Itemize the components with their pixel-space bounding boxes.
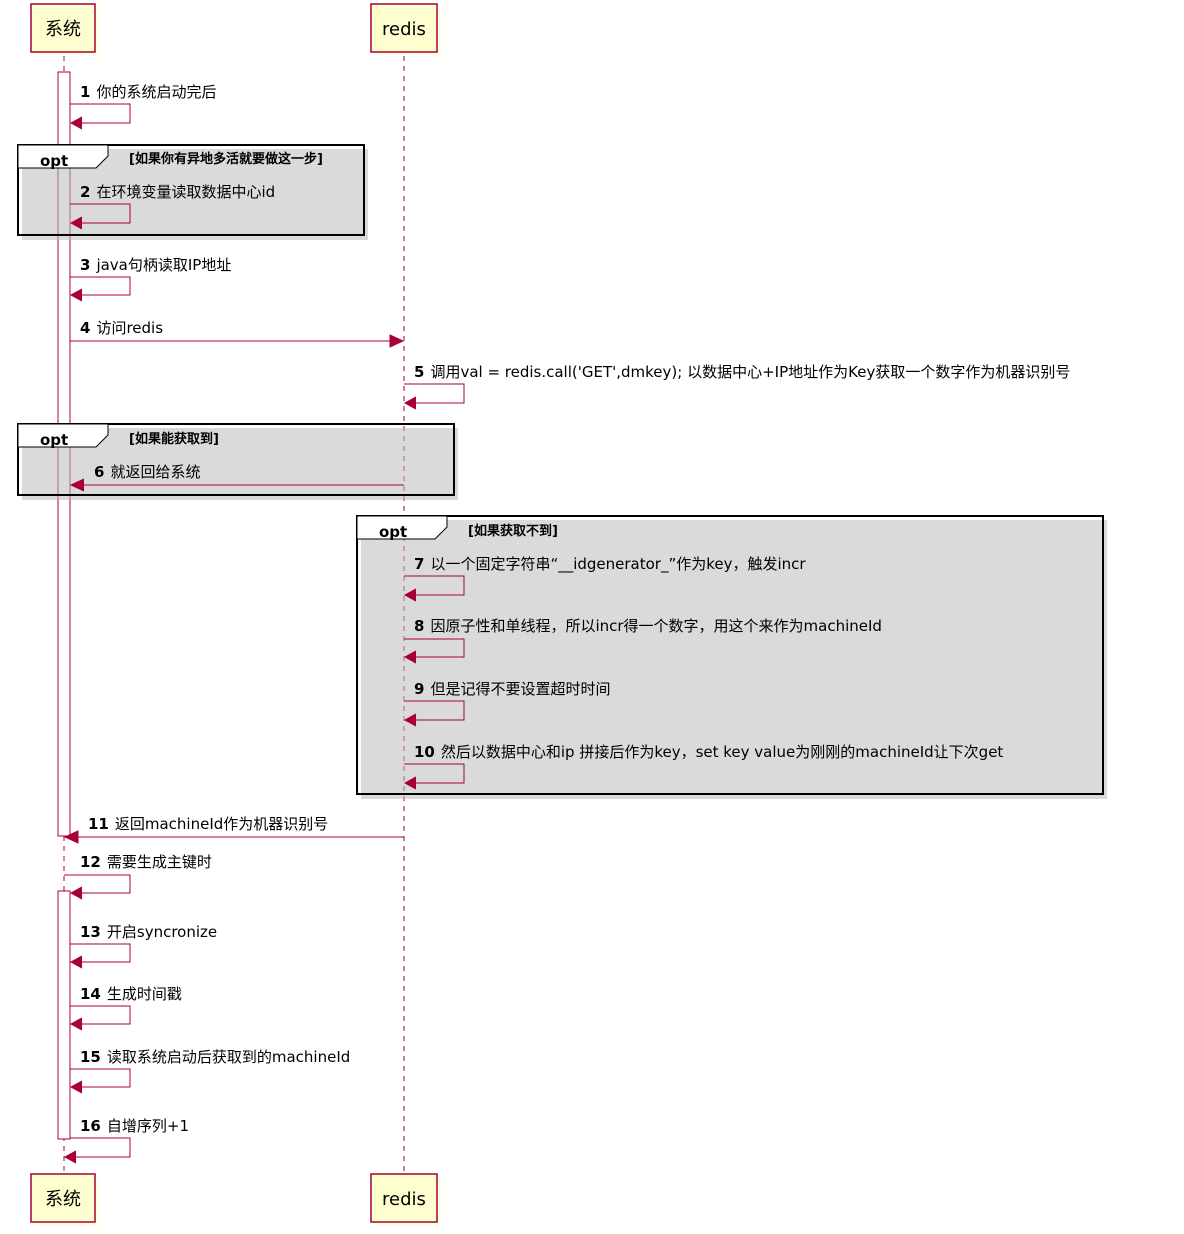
opt-frame-3: opt [如果获取不到] xyxy=(356,515,1107,799)
message-6-number: 6 xyxy=(94,463,104,481)
participant-redis-bottom: redis xyxy=(370,1173,441,1226)
message-14-label: 生成时间戳 xyxy=(107,985,182,1003)
message-14-number: 14 xyxy=(80,985,101,1003)
message-12-label: 需要生成主键时 xyxy=(107,853,212,871)
message-13: 13 开启syncronize xyxy=(69,923,217,969)
opt-frame-1-guard: [如果你有异地多活就要做这一步] xyxy=(129,151,323,167)
message-10: 10 然后以数据中心和ip 拼接后作为key，set key value为刚刚的m… xyxy=(403,743,1003,790)
message-3: 3 java句柄读取IP地址 xyxy=(69,256,231,302)
participant-system-bottom-label: 系统 xyxy=(45,1189,81,1210)
message-8: 8 因原子性和单线程，所以incr得一个数字，用这个来作为machineId xyxy=(403,617,882,664)
participant-system-top-label: 系统 xyxy=(45,19,81,40)
message-15-label: 读取系统启动后获取到的machineId xyxy=(107,1048,350,1066)
opt-frame-2-keyword: opt xyxy=(40,431,68,449)
participant-system-top: 系统 xyxy=(30,3,99,56)
message-5: 5 调用val = redis.call('GET',dmkey); 以数据中心+… xyxy=(403,363,1070,410)
message-9: 9 但是记得不要设置超时时间 xyxy=(403,680,610,727)
message-13-number: 13 xyxy=(80,923,101,941)
message-11-label: 返回machineId作为机器识别号 xyxy=(115,815,328,833)
message-1-label: 你的系统启动完后 xyxy=(96,83,216,101)
participant-redis-bottom-label: redis xyxy=(382,1189,426,1210)
message-11-number: 11 xyxy=(88,815,109,833)
message-16: 16 自增序列+1 xyxy=(63,1117,189,1164)
opt-frame-1-keyword: opt xyxy=(40,152,68,170)
message-16-label: 自增序列+1 xyxy=(107,1117,189,1135)
message-4-number: 4 xyxy=(80,319,90,337)
message-8-number: 8 xyxy=(414,617,424,635)
message-2: 2 在环境变量读取数据中心id xyxy=(69,183,275,230)
message-9-label: 但是记得不要设置超时时间 xyxy=(430,680,610,698)
opt-frame-3-keyword: opt xyxy=(379,523,407,541)
message-7: 7 以一个固定字符串“__idgenerator_”作为key，触发incr xyxy=(403,555,806,602)
activation-system-2 xyxy=(57,890,71,1140)
message-1-number: 1 xyxy=(80,83,90,101)
message-3-number: 3 xyxy=(80,256,90,274)
message-14: 14 生成时间戳 xyxy=(69,985,182,1031)
opt-frame-2-guard: [如果能获取到] xyxy=(129,431,219,447)
message-15-number: 15 xyxy=(80,1048,101,1066)
message-4: 4 访问redis xyxy=(70,319,405,348)
participant-system-bottom: 系统 xyxy=(30,1173,99,1226)
message-2-number: 2 xyxy=(80,183,90,201)
message-7-label: 以一个固定字符串“__idgenerator_”作为key，触发incr xyxy=(430,555,806,574)
message-16-number: 16 xyxy=(80,1117,101,1135)
message-6-label: 就返回给系统 xyxy=(110,463,200,481)
message-9-number: 9 xyxy=(414,680,424,698)
message-13-label: 开启syncronize xyxy=(107,923,217,941)
message-15: 15 读取系统启动后获取到的machineId xyxy=(69,1048,350,1094)
message-6: 6 就返回给系统 xyxy=(69,463,404,492)
message-11: 11 返回machineId作为机器识别号 xyxy=(63,815,404,844)
message-2-label: 在环境变量读取数据中心id xyxy=(96,183,275,201)
message-3-label: java句柄读取IP地址 xyxy=(95,256,231,274)
participant-redis-top: redis xyxy=(370,3,441,56)
message-12-number: 12 xyxy=(80,853,101,871)
message-8-label: 因原子性和单线程，所以incr得一个数字，用这个来作为machineId xyxy=(430,617,882,635)
message-10-label: 然后以数据中心和ip 拼接后作为key，set key value为刚刚的mac… xyxy=(441,743,1004,761)
message-10-number: 10 xyxy=(414,743,435,761)
message-4-label: 访问redis xyxy=(96,319,163,337)
participant-redis-top-label: redis xyxy=(382,19,426,40)
opt-frame-3-guard: [如果获取不到] xyxy=(468,523,558,539)
message-7-number: 7 xyxy=(414,555,424,573)
message-1: 1 你的系统启动完后 xyxy=(69,83,216,130)
message-5-number: 5 xyxy=(414,363,424,381)
opt-frame-2: opt [如果能获取到] xyxy=(17,423,458,500)
message-5-label: 调用val = redis.call('GET',dmkey); 以数据中心+I… xyxy=(430,363,1070,381)
message-12: 12 需要生成主键时 xyxy=(64,853,212,900)
